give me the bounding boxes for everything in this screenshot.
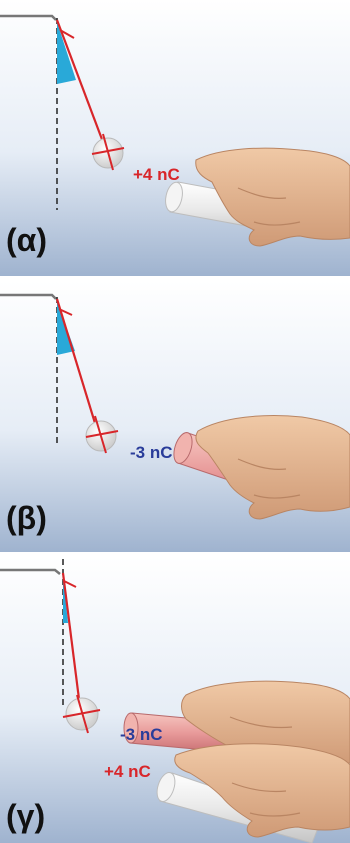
panel-label: (γ)	[6, 798, 45, 834]
charge-label-0: -3 nC	[120, 725, 163, 744]
thread	[55, 298, 100, 434]
panel-beta: -3 nC (β)	[0, 281, 350, 552]
charge-label-1: +4 nC	[104, 762, 151, 781]
tension-arrow	[63, 580, 77, 588]
weight-arrow	[85, 430, 119, 438]
panel-label: (β)	[6, 500, 47, 536]
panel-gamma-illustration: -3 nC +4 nC (γ)	[0, 557, 350, 843]
panel-alpha-illustration: +4 nC (α)	[0, 0, 350, 276]
thread	[55, 19, 108, 151]
tension-arrow	[59, 29, 75, 39]
charge-label-0: -3 nC	[130, 443, 173, 462]
ceiling-line	[0, 293, 57, 300]
panel-gamma: -3 nC +4 nC (γ)	[0, 557, 350, 843]
hand	[195, 415, 350, 520]
panel-alpha: +4 nC (α)	[0, 0, 350, 276]
ceiling-line	[0, 568, 61, 575]
force-arrow	[94, 415, 107, 454]
hand	[195, 147, 350, 247]
panel-label: (α)	[6, 222, 47, 258]
force-arrow	[102, 133, 114, 171]
lower-hand	[174, 743, 350, 838]
tension-arrow	[58, 308, 73, 316]
force-arrow	[76, 694, 89, 734]
ceiling-line	[0, 14, 57, 21]
panel-beta-illustration: -3 nC (β)	[0, 281, 350, 552]
deflection-angle-wedge	[57, 22, 76, 84]
thread	[61, 572, 82, 708]
charge-label-0: +4 nC	[133, 165, 180, 184]
